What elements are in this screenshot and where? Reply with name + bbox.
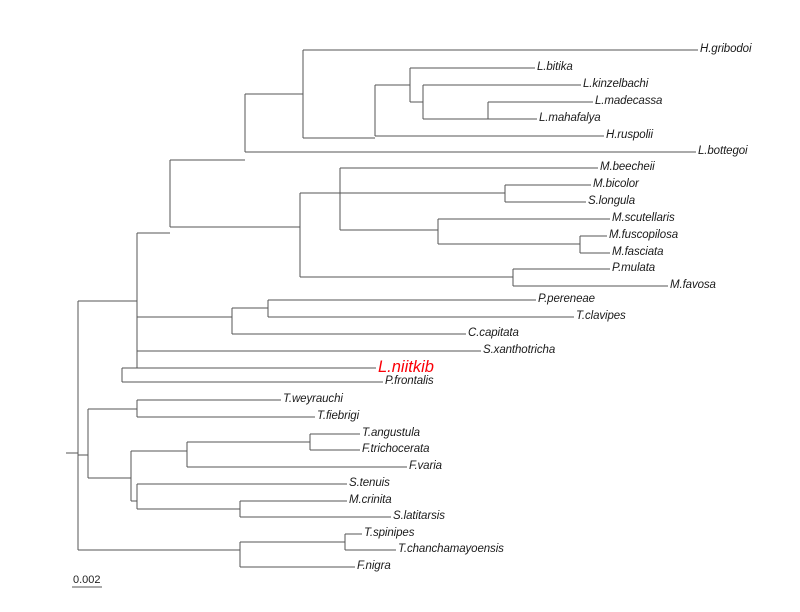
tip-label-t1: H.gribodoi — [700, 43, 752, 55]
tip-label-t15: M.favosa — [670, 279, 716, 291]
tip-label-t23: T.fiebrigi — [317, 410, 360, 422]
tip-label-t29: S.latitarsis — [393, 510, 445, 522]
tip-label-t18: C.capitata — [468, 327, 519, 339]
tip-label-t4: L.madecassa — [595, 95, 663, 107]
tip-label-t6: H.ruspolii — [606, 129, 653, 141]
tip-label-t20: L.niitkib — [378, 358, 434, 376]
tip-label-t30: T.spinipes — [364, 527, 415, 539]
tip-label-t25: F.trichocerata — [362, 443, 430, 455]
tip-label-t24: T.angustula — [362, 427, 420, 439]
tip-label-t13: M.fasciata — [612, 246, 664, 258]
tip-label-t7: L.bottegoi — [698, 145, 748, 157]
tip-label-t14: P.mulata — [612, 262, 656, 274]
tip-label-t19: S.xanthotricha — [483, 344, 556, 356]
tip-label-t22: T.weyrauchi — [283, 393, 343, 405]
tip-label-t21: P.frontalis — [385, 375, 434, 387]
tip-label-t11: M.scutellaris — [612, 212, 675, 224]
tip-label-t31: T.chanchamayoensis — [398, 543, 504, 555]
tip-label-t2: L.bitika — [537, 61, 573, 73]
tip-label-t16: P.pereneae — [538, 293, 595, 305]
tip-label-t17: T.clavipes — [576, 310, 626, 322]
tip-label-t5: L.mahafalya — [539, 112, 601, 124]
tip-label-t10: S.longula — [588, 195, 636, 207]
tip-label-t12: M.fuscopilosa — [609, 229, 679, 241]
tip-label-t9: M.bicolor — [593, 178, 639, 190]
tip-label-t32: F.nigra — [357, 560, 391, 572]
tip-label-t27: S.tenuis — [349, 477, 390, 489]
tip-label-t26: F.varia — [409, 460, 442, 472]
scale-bar-label: 0.002 — [73, 574, 101, 586]
tip-label-t3: L.kinzelbachi — [583, 78, 649, 90]
tip-label-t8: M.beecheii — [600, 161, 655, 173]
tip-label-t28: M.crinita — [349, 494, 392, 506]
branch-group — [66, 49, 698, 568]
